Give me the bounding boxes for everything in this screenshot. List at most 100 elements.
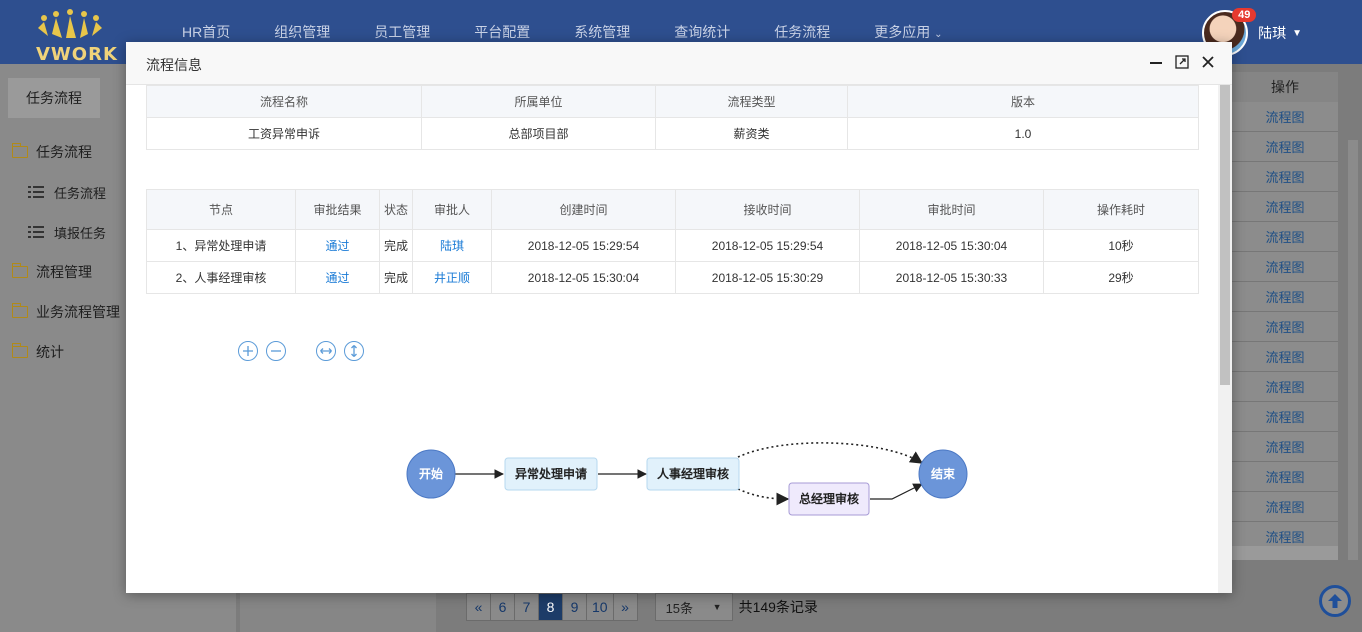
logo-text: VWORK — [36, 44, 118, 65]
nav-query-stats[interactable]: 查询统计 — [674, 24, 731, 40]
close-icon[interactable] — [1200, 54, 1216, 70]
table-row: 2、人事经理审核 通过 完成 井正顺 2018-12-05 15:30:04 2… — [146, 261, 1199, 294]
flow-chart-link[interactable]: 流程图 — [1232, 222, 1338, 252]
flow-chart-link[interactable]: 流程图 — [1232, 312, 1338, 342]
flow-node-hr-review[interactable] — [646, 457, 740, 491]
folder-icon — [11, 263, 28, 278]
flow-chart-link[interactable]: 流程图 — [1232, 432, 1338, 462]
flow-node-exception-apply[interactable] — [504, 457, 598, 491]
sidebar-item-flow-management[interactable]: 流程管理 — [0, 252, 236, 292]
flow-chart-link[interactable]: 流程图 — [1232, 252, 1338, 282]
dialog-title: 流程信息 — [146, 57, 202, 73]
flow-chart-link[interactable]: 流程图 — [1232, 102, 1338, 132]
nav-task-flow[interactable]: 任务流程 — [774, 24, 831, 40]
flow-node-gm-review[interactable] — [788, 482, 870, 516]
sidebar-item-business-flow-management[interactable]: 业务流程管理 — [0, 292, 236, 332]
table-row: 工资异常申诉 总部项目部 薪资类 1.0 — [146, 117, 1199, 150]
dialog-body: 流程名称 所属单位 流程类型 版本 工资异常申诉 总部项目部 薪资类 1.0 节… — [126, 85, 1218, 593]
zoom-in-icon[interactable] — [238, 341, 258, 361]
column-header: 流程类型 — [655, 85, 848, 118]
vwork-logo[interactable]: VWORK — [30, 8, 120, 65]
page-size-value: 15条 — [665, 600, 694, 616]
fit-width-icon[interactable] — [316, 341, 336, 361]
node-cell: 2、人事经理审核 — [146, 261, 296, 294]
approver-link[interactable]: 井正顺 — [412, 261, 492, 294]
flow-chart-link[interactable]: 流程图 — [1232, 162, 1338, 192]
flow-chart-link[interactable]: 流程图 — [1232, 492, 1338, 522]
dialog-scrollbar-thumb[interactable] — [1220, 85, 1230, 385]
nav-hr-home[interactable]: HR首页 — [182, 24, 231, 40]
unit-cell: 总部项目部 — [421, 117, 656, 150]
nav-platform-config[interactable]: 平台配置 — [474, 24, 531, 40]
background-table-actions-column: 操作 流程图流程图流程图流程图流程图流程图流程图流程图流程图流程图流程图流程图流… — [1232, 72, 1338, 552]
flow-node-label: 总经理审核 — [799, 491, 859, 506]
flow-info-dialog: 流程信息 流程名称 所属单位 流程类型 版本 工资异常申诉 总部项目部 薪资类 … — [126, 42, 1232, 593]
flow-chart-link[interactable]: 流程图 — [1232, 342, 1338, 372]
horizontal-scrollbar[interactable] — [1232, 546, 1338, 560]
sidebar-item-label: 业务流程管理 — [36, 304, 120, 320]
pagination-next[interactable]: » — [612, 593, 638, 621]
flow-chart-link[interactable]: 流程图 — [1232, 282, 1338, 312]
nav-more-apps[interactable]: 更多应用 ⌄ — [852, 0, 964, 64]
caret-down-icon: ▼ — [712, 602, 722, 612]
approver-link[interactable]: 陆琪 — [412, 229, 492, 262]
status-cell: 完成 — [379, 229, 413, 262]
notification-badge[interactable]: 49 — [1232, 8, 1257, 22]
flow-chart-link[interactable]: 流程图 — [1232, 192, 1338, 222]
scroll-top-button[interactable] — [1319, 585, 1351, 617]
maximize-icon[interactable] — [1174, 54, 1190, 70]
dialog-scrollbar[interactable] — [1218, 85, 1232, 593]
fit-height-icon[interactable] — [344, 341, 364, 361]
sidebar-tab-task-flow[interactable]: 任务流程 — [8, 78, 100, 118]
flow-chart-link[interactable]: 流程图 — [1232, 372, 1338, 402]
minimize-icon[interactable] — [1148, 54, 1164, 70]
version-cell: 1.0 — [847, 117, 1199, 150]
vertical-scrollbar[interactable] — [1348, 140, 1358, 560]
column-header: 所属单位 — [421, 85, 656, 118]
column-header: 接收时间 — [675, 189, 860, 230]
sidebar-item-task-flow-folder[interactable]: 任务流程 — [0, 132, 236, 172]
nav-org-management[interactable]: 组织管理 — [274, 24, 331, 40]
sidebar-item-label: 任务流程 — [36, 144, 92, 160]
sidebar-menu: 任务流程 任务流程 填报任务 流程管理 业务流程管理 统计 — [0, 132, 236, 372]
node-approval-table: 节点 审批结果 状态 审批人 创建时间 接收时间 审批时间 操作耗时 1、异常处… — [146, 189, 1199, 294]
nav-more-apps-label: 更多应用 — [874, 24, 931, 40]
dialog-controls — [1148, 54, 1216, 70]
user-name[interactable]: 陆琪 — [1258, 25, 1287, 41]
zoom-out-icon[interactable] — [266, 341, 286, 361]
column-header: 审批结果 — [295, 189, 380, 230]
pagination-page-active[interactable]: 8 — [538, 593, 563, 621]
pagination-page[interactable]: 10 — [586, 593, 614, 621]
sidebar-item-statistics[interactable]: 统计 — [0, 332, 236, 372]
sidebar-item-label: 填报任务 — [54, 225, 107, 241]
nav-employee-management[interactable]: 员工管理 — [374, 24, 431, 40]
sidebar-item-task-flow[interactable]: 任务流程 — [0, 172, 236, 212]
diagram-zoom-tools — [238, 341, 372, 361]
actions-column-header: 操作 — [1232, 72, 1338, 102]
caret-down-icon[interactable]: ▼ — [1292, 27, 1302, 39]
flow-start-node[interactable] — [406, 449, 456, 499]
result-link[interactable]: 通过 — [295, 261, 380, 294]
created-time-cell: 2018-12-05 15:29:54 — [491, 229, 676, 262]
list-icon — [28, 226, 44, 238]
list-icon — [28, 186, 44, 198]
flow-end-node[interactable] — [918, 449, 968, 499]
sidebar-item-label: 任务流程 — [54, 185, 107, 201]
pagination-page[interactable]: 7 — [514, 593, 539, 621]
flow-end-label: 结束 — [931, 466, 956, 481]
column-header: 状态 — [379, 189, 413, 230]
column-header: 版本 — [847, 85, 1199, 118]
flow-chart-link[interactable]: 流程图 — [1232, 402, 1338, 432]
flow-node-label: 人事经理审核 — [657, 466, 729, 481]
sidebar-item-fill-task[interactable]: 填报任务 — [0, 212, 236, 252]
flow-edge — [870, 483, 923, 500]
nav-system-management[interactable]: 系统管理 — [574, 24, 631, 40]
page-size-select[interactable]: 15条 ▼ — [654, 593, 733, 621]
pagination-prev[interactable]: « — [466, 593, 491, 621]
pagination-page[interactable]: 9 — [562, 593, 587, 621]
flow-chart-link[interactable]: 流程图 — [1232, 132, 1338, 162]
duration-cell: 29秒 — [1043, 261, 1199, 294]
pagination-page[interactable]: 6 — [490, 593, 515, 621]
main-nav: HR首页 组织管理 员工管理 平台配置 系统管理 查询统计 任务流程 更多应用 … — [160, 0, 965, 64]
flow-chart-link[interactable]: 流程图 — [1232, 462, 1338, 492]
